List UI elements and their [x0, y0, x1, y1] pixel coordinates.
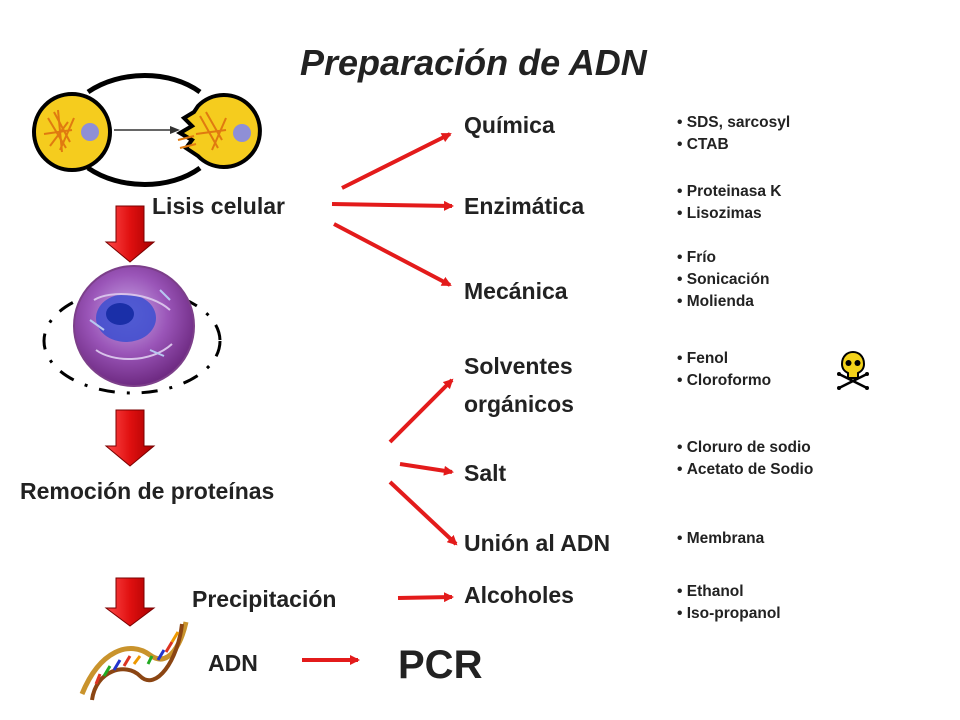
page-title: Preparación de ADN: [300, 42, 647, 83]
detail-item: CTAB: [677, 134, 790, 156]
detail-item: Cloroformo: [677, 370, 771, 392]
detail-item: Membrana: [677, 528, 765, 550]
details-solventes: Fenol Cloroformo: [677, 348, 771, 392]
step-pcr: PCR: [398, 643, 483, 687]
arrow-to-salt: [399, 462, 454, 476]
step-lysis: Lisis celular: [152, 193, 285, 219]
details-salt: Cloruro de sodio Acetato de Sodio: [677, 437, 814, 481]
detail-item: Iso-propanol: [677, 603, 781, 625]
method-quimica: Química: [464, 112, 555, 138]
method-solventes-line-1: Solventes: [464, 353, 573, 379]
arrow-to-union: [388, 480, 458, 546]
method-enzimatica: Enzimática: [464, 193, 585, 219]
down-arrow-2: [104, 409, 156, 467]
details-mecanica: Frío Sonicación Molienda: [677, 247, 770, 313]
cell-lysis-icon: [32, 73, 262, 187]
details-enzimatica: Proteinasa K Lisozimas: [677, 181, 782, 225]
details-alcoholes: Ethanol Iso-propanol: [677, 581, 781, 625]
cell-icon: [42, 265, 222, 395]
details-quimica: SDS, sarcosyl CTAB: [677, 112, 790, 156]
arrow-to-enzimatica: [331, 200, 454, 211]
step-dna: ADN: [208, 650, 258, 676]
detail-item: Frío: [677, 247, 769, 269]
detail-item: Molienda: [677, 291, 769, 313]
method-salt: Salt: [464, 460, 507, 486]
arrow-to-solventes: [388, 378, 454, 444]
detail-item: SDS, sarcosyl: [677, 112, 790, 134]
detail-item: Proteinasa K: [677, 181, 782, 203]
step-precipitation: Precipitación: [192, 586, 337, 612]
method-solventes: Solventes orgánicos: [464, 347, 574, 423]
down-arrow-1: [104, 205, 156, 263]
method-solventes-line-2: orgánicos: [464, 391, 574, 417]
detail-item: Fenol: [677, 348, 771, 370]
detail-item: Cloruro de sodio: [677, 437, 813, 459]
method-alcoholes: Alcoholes: [464, 582, 574, 608]
skull-crossbones-icon: [837, 351, 869, 390]
step-protein-removal: Remoción de proteínas: [20, 478, 275, 504]
down-arrow-3: [104, 577, 156, 627]
details-union: Membrana: [677, 528, 765, 550]
arrow-to-mecanica: [333, 222, 452, 287]
detail-item: Ethanol: [677, 581, 781, 603]
arrow-to-quimica: [341, 132, 452, 190]
detail-item: Lisozimas: [677, 203, 782, 225]
dna-helix-icon: [79, 621, 189, 701]
method-mecanica: Mecánica: [464, 278, 568, 304]
detail-item: Sonicación: [677, 269, 770, 291]
arrow-to-alcoholes: [397, 592, 454, 603]
detail-item: Acetato de Sodio: [677, 459, 814, 481]
method-union: Unión al ADN: [464, 530, 611, 556]
